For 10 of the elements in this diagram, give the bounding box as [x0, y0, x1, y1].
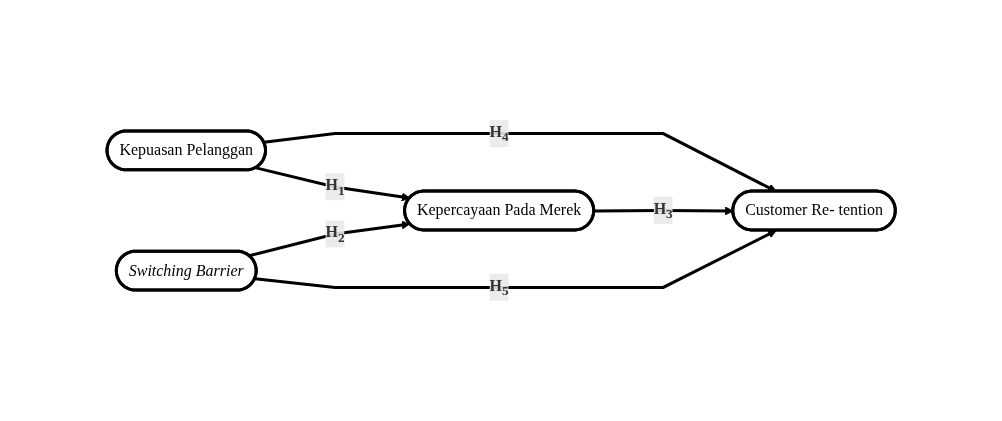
edge-label: H$_{2}$: [325, 223, 345, 245]
edge-label: H$_{3}$: [653, 199, 673, 222]
arrow: [594, 206, 734, 216]
arrow: [263, 132, 777, 192]
arrow: [255, 166, 411, 202]
edge-label: H$_{5}$: [489, 276, 509, 299]
arrow: [254, 230, 777, 289]
edge-label: H$_{1}$: [325, 176, 345, 198]
arrow: [248, 220, 411, 258]
edge-label: H$_{4}$: [489, 123, 509, 145]
